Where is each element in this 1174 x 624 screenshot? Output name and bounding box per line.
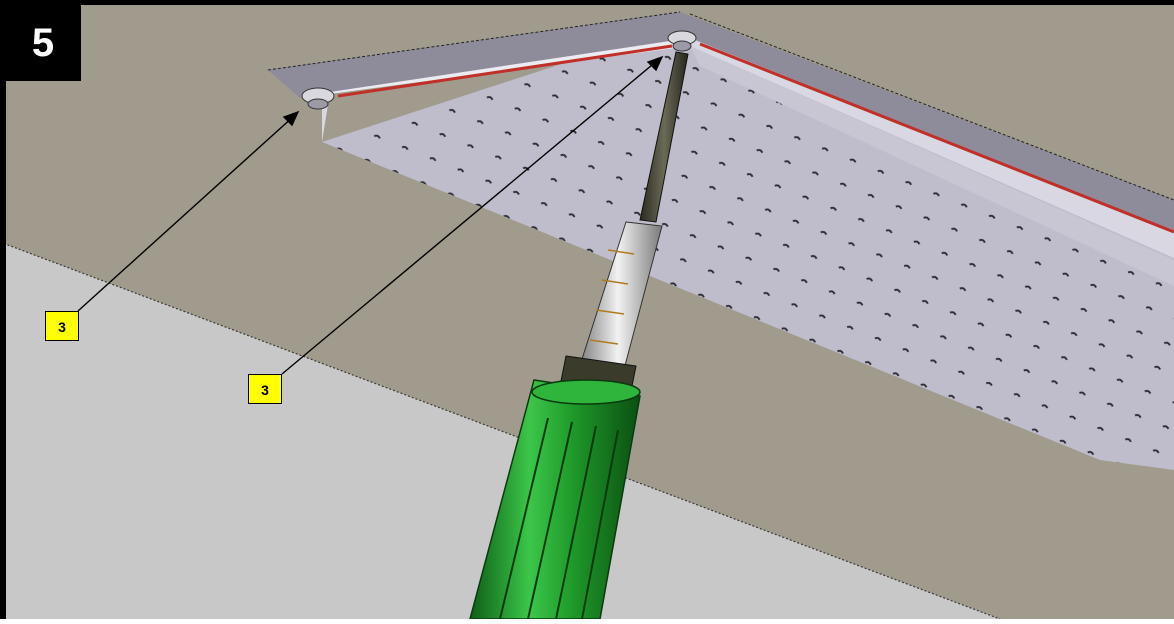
- screw-icon: [301, 87, 335, 110]
- screw-icon: [667, 30, 697, 52]
- gasket-seal: [337, 44, 673, 98]
- step-number-badge: 5: [5, 5, 81, 81]
- leader-lines: [77, 55, 664, 375]
- callout-label: 3: [248, 374, 282, 404]
- tray-flange: [268, 12, 1174, 232]
- screwdriver-icon: [469, 51, 689, 620]
- tray-side-face: [322, 22, 1174, 258]
- callout-label: 3: [45, 311, 79, 341]
